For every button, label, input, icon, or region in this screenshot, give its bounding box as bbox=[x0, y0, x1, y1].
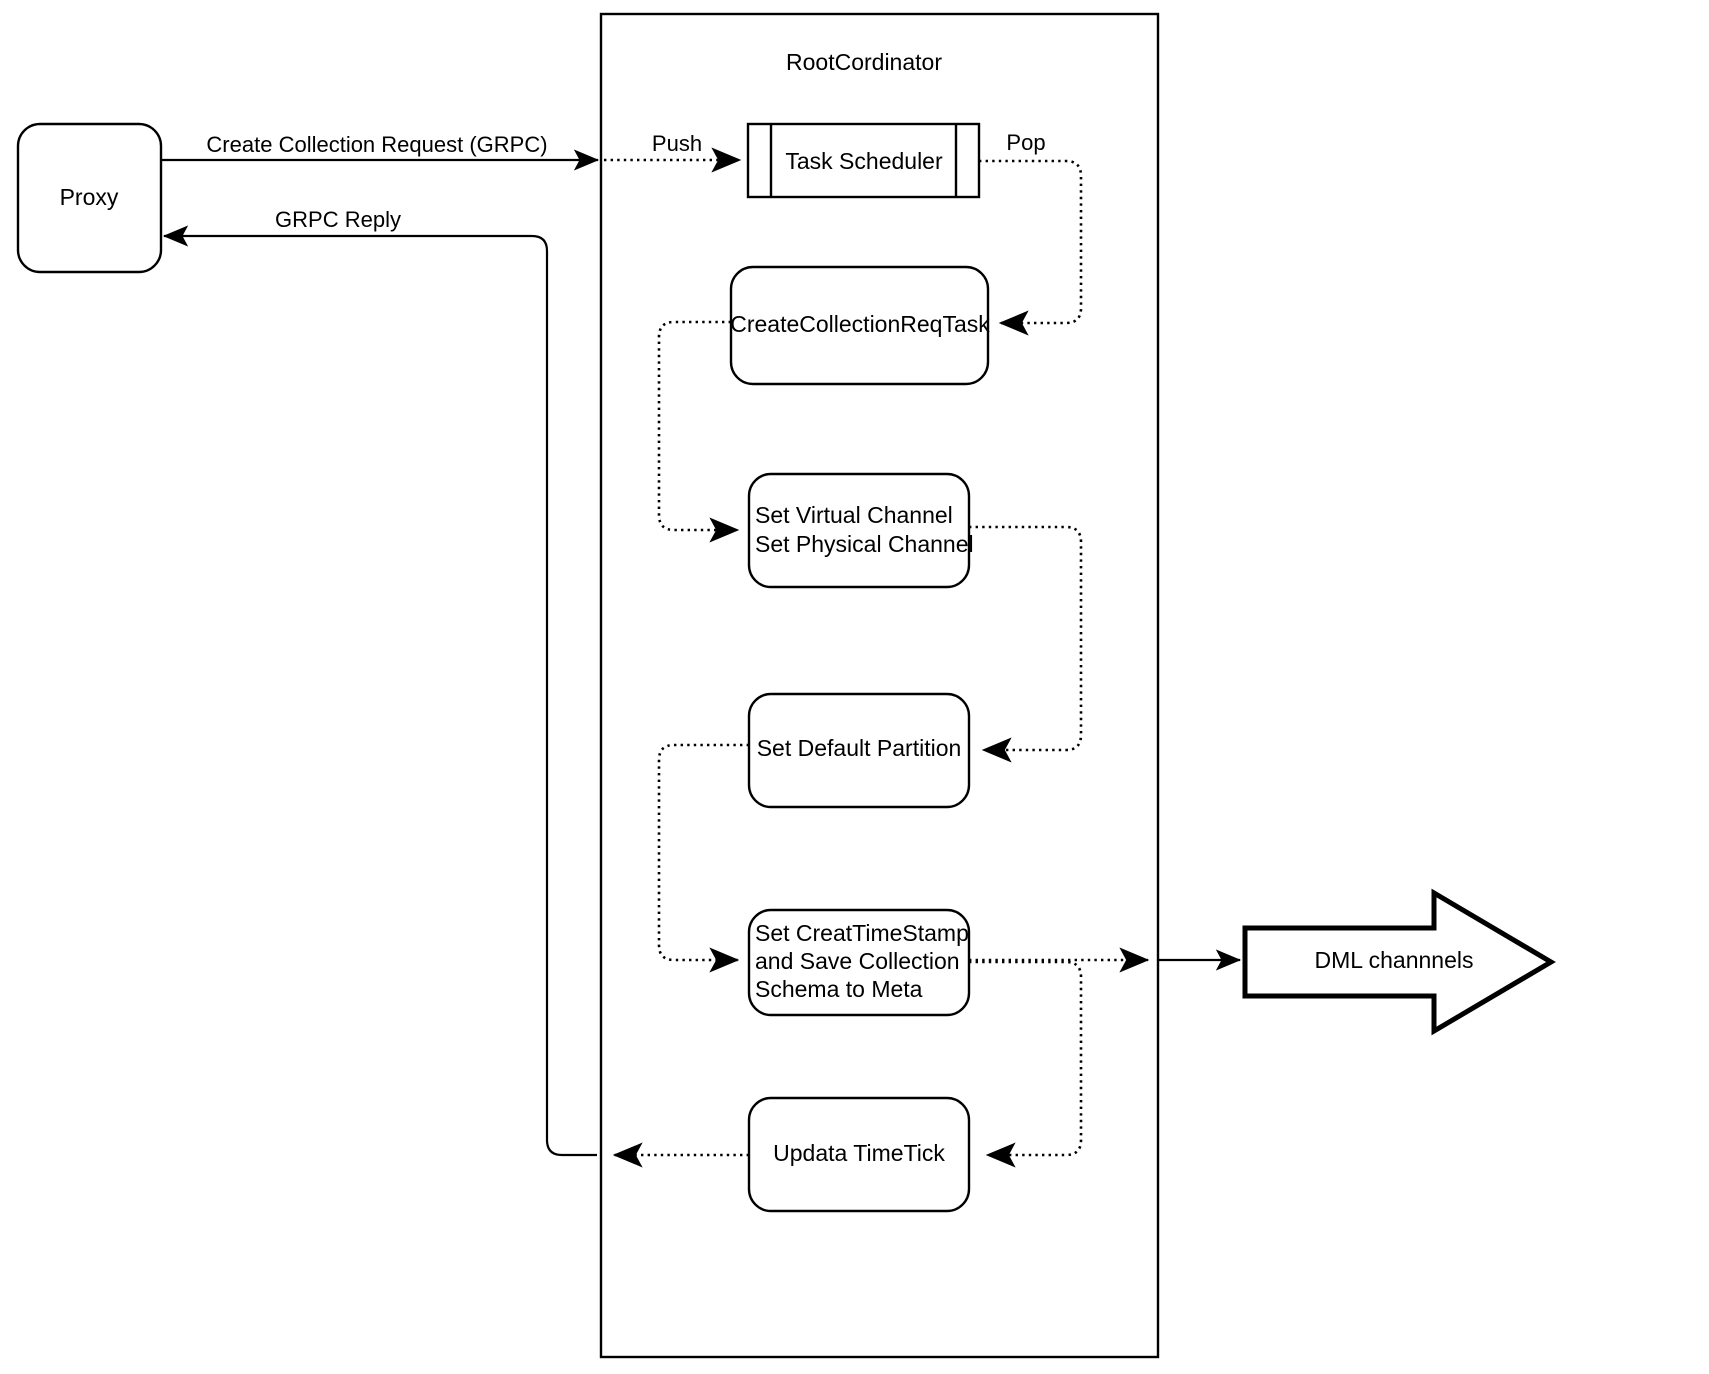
node-set-channels-label-line1: Set Virtual Channel bbox=[755, 502, 953, 528]
node-set-default-partition-label: Set Default Partition bbox=[757, 735, 962, 761]
node-set-channels-label-line2: Set Physical Channel bbox=[755, 531, 974, 557]
edge-create-collection-request-label: Create Collection Request (GRPC) bbox=[206, 132, 547, 157]
node-set-timestamp-label-line2: and Save Collection bbox=[755, 948, 960, 974]
node-update-timetick[interactable]: Updata TimeTick bbox=[747, 1096, 971, 1213]
edge-set-channels-to-default-partition bbox=[969, 525, 1083, 763]
edge-pop-label: Pop bbox=[1006, 130, 1045, 155]
node-create-collection-req-task[interactable]: CreateCollectionReqTask bbox=[729, 265, 990, 386]
node-dml-channels[interactable]: DML channnels bbox=[1242, 888, 1556, 1036]
node-set-timestamp[interactable]: Set CreatTimeStamp and Save Collection S… bbox=[747, 908, 971, 1017]
node-set-timestamp-label-line1: Set CreatTimeStamp bbox=[755, 920, 969, 946]
node-update-timetick-label: Updata TimeTick bbox=[773, 1140, 945, 1166]
node-create-collection-req-task-label: CreateCollectionReqTask bbox=[730, 311, 990, 337]
edge-create-collection-request: Create Collection Request (GRPC) bbox=[161, 132, 600, 171]
edge-pop: Pop bbox=[979, 130, 1083, 336]
node-dml-channels-label: DML channnels bbox=[1315, 947, 1474, 973]
node-proxy-label: Proxy bbox=[60, 184, 119, 210]
node-set-default-partition[interactable]: Set Default Partition bbox=[747, 692, 971, 809]
edge-default-partition-to-timestamp bbox=[657, 743, 749, 973]
node-set-channels[interactable]: Set Virtual Channel Set Physical Channel bbox=[747, 472, 974, 589]
edge-push: Push bbox=[604, 131, 742, 173]
node-task-scheduler[interactable]: Task Scheduler bbox=[746, 122, 981, 199]
edge-grpc-reply: GRPC Reply bbox=[162, 207, 597, 1157]
edge-push-label: Push bbox=[652, 131, 702, 156]
node-proxy[interactable]: Proxy bbox=[16, 122, 163, 274]
node-set-timestamp-label-line3: Schema to Meta bbox=[755, 976, 923, 1002]
node-task-scheduler-label: Task Scheduler bbox=[785, 148, 943, 174]
edge-grpc-reply-label: GRPC Reply bbox=[275, 207, 401, 232]
rootcordinator-title: RootCordinator bbox=[786, 49, 942, 75]
edge-task-to-set-channels bbox=[657, 320, 740, 543]
